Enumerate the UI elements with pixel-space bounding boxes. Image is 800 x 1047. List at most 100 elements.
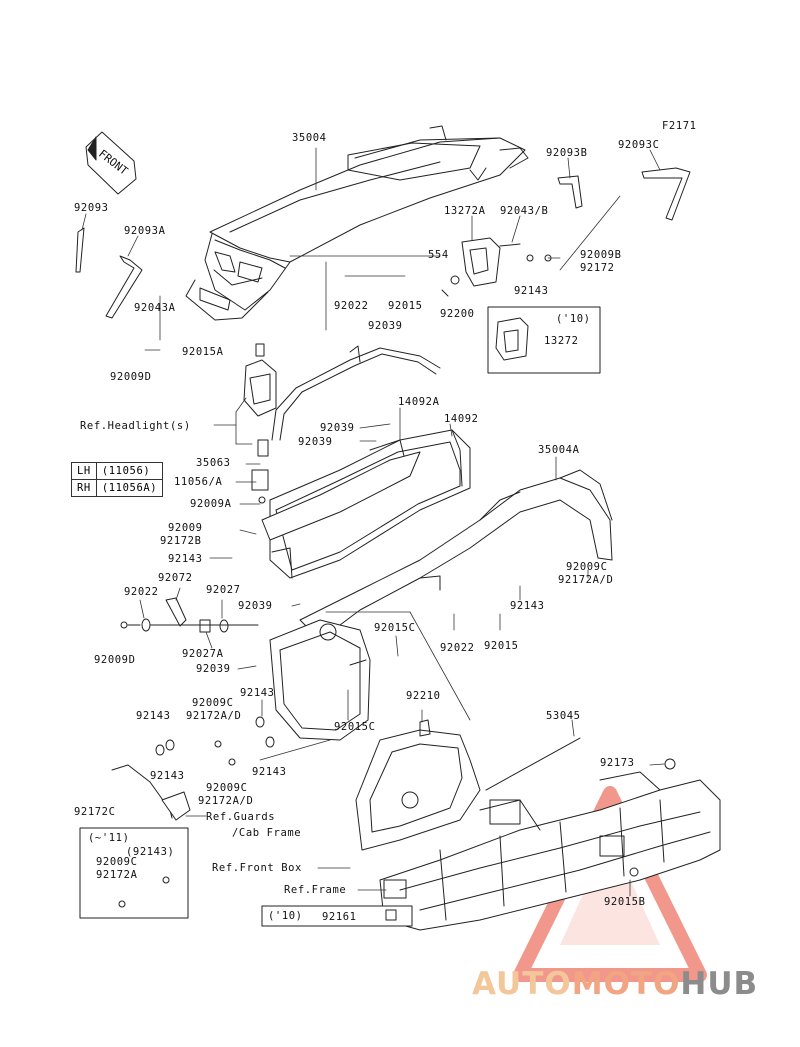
watermark-part-hub: HUB	[680, 966, 759, 1002]
watermark-part-moto: MOTO	[571, 966, 681, 1002]
watermark-part-auto: AUTO	[472, 966, 572, 1002]
roof-panel-35004	[185, 125, 529, 321]
hardware-left	[120, 597, 259, 633]
callout-13272a: 13272A	[444, 205, 486, 217]
fender-panel-35004a	[299, 469, 613, 641]
callout-92143-low4: 92143	[252, 766, 287, 778]
callout-92173: 92173	[600, 757, 635, 769]
callout-14092a: 14092A	[398, 396, 440, 408]
callout-92172a-box: 92172A	[96, 869, 138, 881]
callout-92039-low2: 92039	[196, 663, 231, 675]
callout-92172b: 92172B	[160, 535, 202, 547]
ref-front-box: Ref.Front Box	[212, 862, 302, 874]
callout-554: 554	[428, 249, 449, 261]
callout-92161: 92161	[322, 911, 357, 923]
variant-row-lh: LH (11056)	[71, 462, 164, 480]
bolt-92043b-shaft	[499, 243, 521, 247]
variant-side: RH	[71, 479, 97, 497]
weatherstrip-92093	[75, 227, 85, 273]
callout-92022-top: 92022	[334, 300, 369, 312]
callout-35063: 35063	[196, 457, 231, 469]
callout-92039-top: 92039	[368, 320, 403, 332]
ref-cab-frame: /Cab Frame	[232, 827, 302, 839]
front-box-92210	[355, 719, 481, 851]
variant-part: (11056)	[95, 462, 164, 480]
year-note-2010-top: ('10)	[556, 313, 591, 325]
callout-92009: 92009	[168, 522, 203, 534]
ref-frame: Ref.Frame	[284, 884, 347, 896]
callout-92009c-right: 92009C	[566, 561, 608, 573]
grommet-92161	[385, 909, 397, 921]
bracket-11056	[251, 469, 269, 491]
callout-92039-low: 92039	[238, 600, 273, 612]
year-note-2010-bottom: ('10)	[268, 910, 303, 922]
callout-35004a: 35004A	[538, 444, 580, 456]
callout-92172ad-bot: 92172A/D	[198, 795, 254, 807]
variant-part: (11056A)	[95, 479, 164, 497]
front-lower-panel	[269, 619, 371, 741]
ref-guards: Ref.Guards	[206, 811, 276, 823]
bracket-13272a	[441, 237, 501, 297]
callout-92022-right: 92022	[440, 642, 475, 654]
callout-92015b: 92015B	[604, 896, 646, 908]
figure-code: F2171	[662, 120, 697, 132]
weatherstrip-92093c	[641, 167, 691, 221]
callout-92009c-bot: 92009C	[206, 782, 248, 794]
ref-headlights: Ref.Headlight(s)	[80, 420, 191, 432]
headlight-bracket	[243, 343, 277, 417]
callout-92027: 92027	[206, 584, 241, 596]
callout-92043b: 92043/B	[500, 205, 549, 217]
inset-box-2010-bracket	[487, 306, 601, 374]
callout-92210: 92210	[406, 690, 441, 702]
callout-92143-low1: 92143	[240, 687, 275, 699]
callout-92009d-top: 92009D	[110, 371, 152, 383]
bracket-13272-inset	[495, 317, 529, 361]
callout-92093b: 92093B	[546, 147, 588, 159]
weatherstrip-92093a	[105, 255, 143, 319]
callout-92143-mid: 92143	[168, 553, 203, 565]
callout-92143-box: (92143)	[126, 846, 175, 858]
callout-92072: 92072	[158, 572, 193, 584]
inset-box-2010-grommet	[261, 905, 413, 927]
callout-92143-low3: 92143	[150, 770, 185, 782]
callout-92043a: 92043A	[134, 302, 176, 314]
callout-92093a: 92093A	[124, 225, 166, 237]
callout-92009c-box: 92009C	[96, 856, 138, 868]
callout-92093: 92093	[74, 202, 109, 214]
callout-92009c-low: 92009C	[192, 697, 234, 709]
watermark-text: AUTOMOTOHUB	[472, 966, 758, 1002]
callout-92172: 92172	[580, 262, 615, 274]
rod-53045	[485, 737, 581, 791]
callout-92143-top: 92143	[514, 285, 549, 297]
callout-92015c-top: 92015C	[374, 622, 416, 634]
callout-92015a: 92015A	[182, 346, 224, 358]
callout-35004: 35004	[292, 132, 327, 144]
vehicle-frame	[379, 758, 721, 931]
hardware-lower-left	[111, 716, 275, 821]
callout-92022-left: 92022	[124, 586, 159, 598]
spacer-35063	[257, 439, 269, 457]
callout-14092: 14092	[444, 413, 479, 425]
variant-side: LH	[71, 462, 97, 480]
callout-92039-mid1: 92039	[320, 422, 355, 434]
callout-92143-low2: 92143	[136, 710, 171, 722]
callout-92143-right: 92143	[510, 600, 545, 612]
callout-92093c: 92093C	[618, 139, 660, 151]
callout-92009d-left: 92009D	[94, 654, 136, 666]
callout-92015-right: 92015	[484, 640, 519, 652]
weatherstrip-92093b	[557, 175, 583, 209]
year-note-upto-2011: (~'11)	[88, 832, 130, 844]
callout-13272: 13272	[544, 335, 579, 347]
callout-92172ad-low: 92172A/D	[186, 710, 242, 722]
inset-box-2011-hardware	[79, 827, 189, 919]
callout-92009b: 92009B	[580, 249, 622, 261]
variant-row-rh: RH (11056A)	[71, 479, 164, 497]
callout-92027a: 92027A	[182, 648, 224, 660]
callout-92009a: 92009A	[190, 498, 232, 510]
callout-92015-top: 92015	[388, 300, 423, 312]
support-bar	[271, 345, 441, 441]
front-arrow-marker: FRONT	[85, 131, 137, 195]
callout-92039-mid2: 92039	[298, 436, 333, 448]
